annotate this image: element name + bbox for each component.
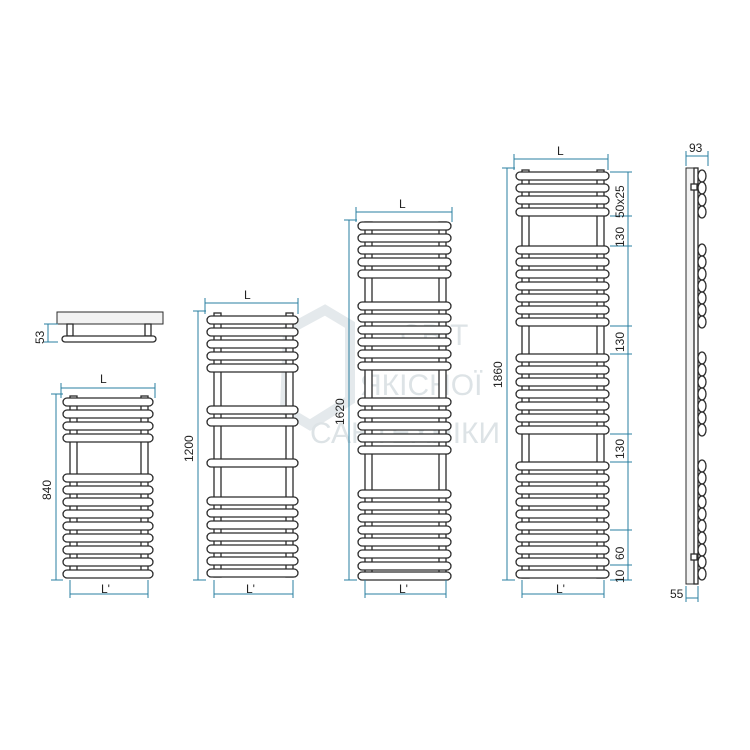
radiator-1860: L 1860 L' 50x25 130 130 130 60 10 [491, 144, 632, 598]
radiator-840: L 840 L' [40, 372, 156, 598]
dim-1620-length: L [399, 197, 406, 211]
watermark-line2: ЯКІСНОЇ [360, 369, 483, 402]
top-view: 53 [33, 311, 164, 344]
side-view-bars [697, 169, 707, 581]
top-view-radiator [61, 335, 157, 343]
dim-gap-c: 130 [613, 439, 627, 459]
dim-bottom-gap: 60 [613, 546, 627, 560]
dim-1860-height: 1860 [491, 361, 505, 388]
dim-1860-length: L [557, 144, 564, 158]
radiator-1620-bars [357, 221, 452, 581]
dim-1200-axis-length: L' [246, 582, 255, 596]
dim-bar-spec: 50x25 [613, 185, 627, 218]
dim-side-bottom: 55 [670, 587, 684, 601]
dim-1200-height: 1200 [182, 435, 196, 462]
radiator-1200: L 1200 L' [182, 288, 299, 598]
dim-1620-axis-length: L' [399, 582, 408, 596]
dim-top-view-height: 53 [33, 330, 47, 344]
dim-bottom-offset: 10 [613, 569, 627, 583]
side-view-post [693, 167, 699, 585]
radiator-1860-bars [515, 171, 610, 579]
dim-1200-length: L [244, 288, 251, 302]
dim-840-axis-length: L' [101, 582, 110, 596]
side-view-bracket-bottom [690, 553, 698, 561]
dim-840-height: 840 [40, 480, 54, 500]
side-view-bracket-top [690, 183, 698, 191]
side-view: 93 55 [670, 141, 709, 602]
dim-gap-a: 130 [613, 227, 627, 247]
radiator-1620: L 1620 L' [333, 197, 453, 598]
dim-840-length: L [100, 372, 107, 386]
dim-side-depth: 93 [689, 141, 703, 155]
dim-1620-height: 1620 [333, 398, 347, 425]
radiator-840-bars [62, 397, 154, 579]
radiator-1200-bars [206, 315, 299, 578]
dim-1860-axis-length: L' [556, 582, 565, 596]
top-view-wall [56, 311, 164, 325]
dim-gap-b: 130 [613, 332, 627, 352]
top-view-bracket-left [66, 323, 74, 337]
top-view-bracket-right [144, 323, 152, 337]
watermark-line1: СВІТ [400, 319, 468, 352]
side-view-wall [685, 167, 695, 585]
